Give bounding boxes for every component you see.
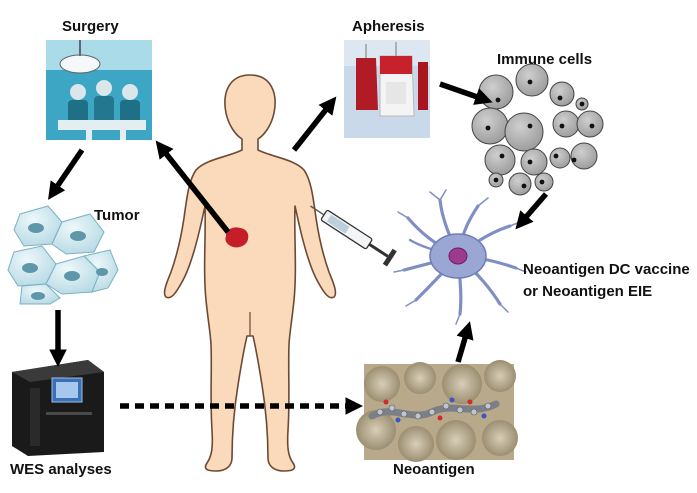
label-immune-cells: Immune cells [497, 51, 593, 68]
tumor-cells-icon [7, 205, 119, 305]
sequencer-machine-icon [12, 360, 104, 456]
surgery-team-icon [46, 40, 152, 140]
label-wes-analyses: WES analyses [10, 461, 112, 478]
arrow-neoantigen-to-dc [455, 321, 474, 363]
label-surgery: Surgery [62, 18, 119, 35]
arrow-surgery-to-tumor [48, 148, 85, 200]
human-body-illustration [163, 74, 337, 472]
blood-bag-icon [344, 40, 430, 138]
protein-surface-icon [356, 360, 518, 462]
label-dc-vaccine-line2: or Neoantigen EIE [523, 283, 653, 300]
arrow-body-to-apheresis [291, 96, 337, 152]
arrow-immune-cells-to-dc [515, 192, 549, 230]
dendritic-cell-icon [393, 189, 527, 325]
immune-cells-cluster-icon [471, 63, 604, 196]
arrow-apheresis-to-immune-cells [439, 81, 493, 105]
label-apheresis: Apheresis [352, 18, 425, 35]
label-neoantigen: Neoantigen [393, 461, 475, 478]
label-tumor: Tumor [94, 207, 140, 224]
tumor-lesion-marker [225, 227, 249, 248]
syringe-icon [310, 205, 397, 267]
label-dc-vaccine-line1: Neoantigen DC vaccine [523, 261, 690, 278]
arrow-tumor-to-surgery [155, 140, 231, 234]
